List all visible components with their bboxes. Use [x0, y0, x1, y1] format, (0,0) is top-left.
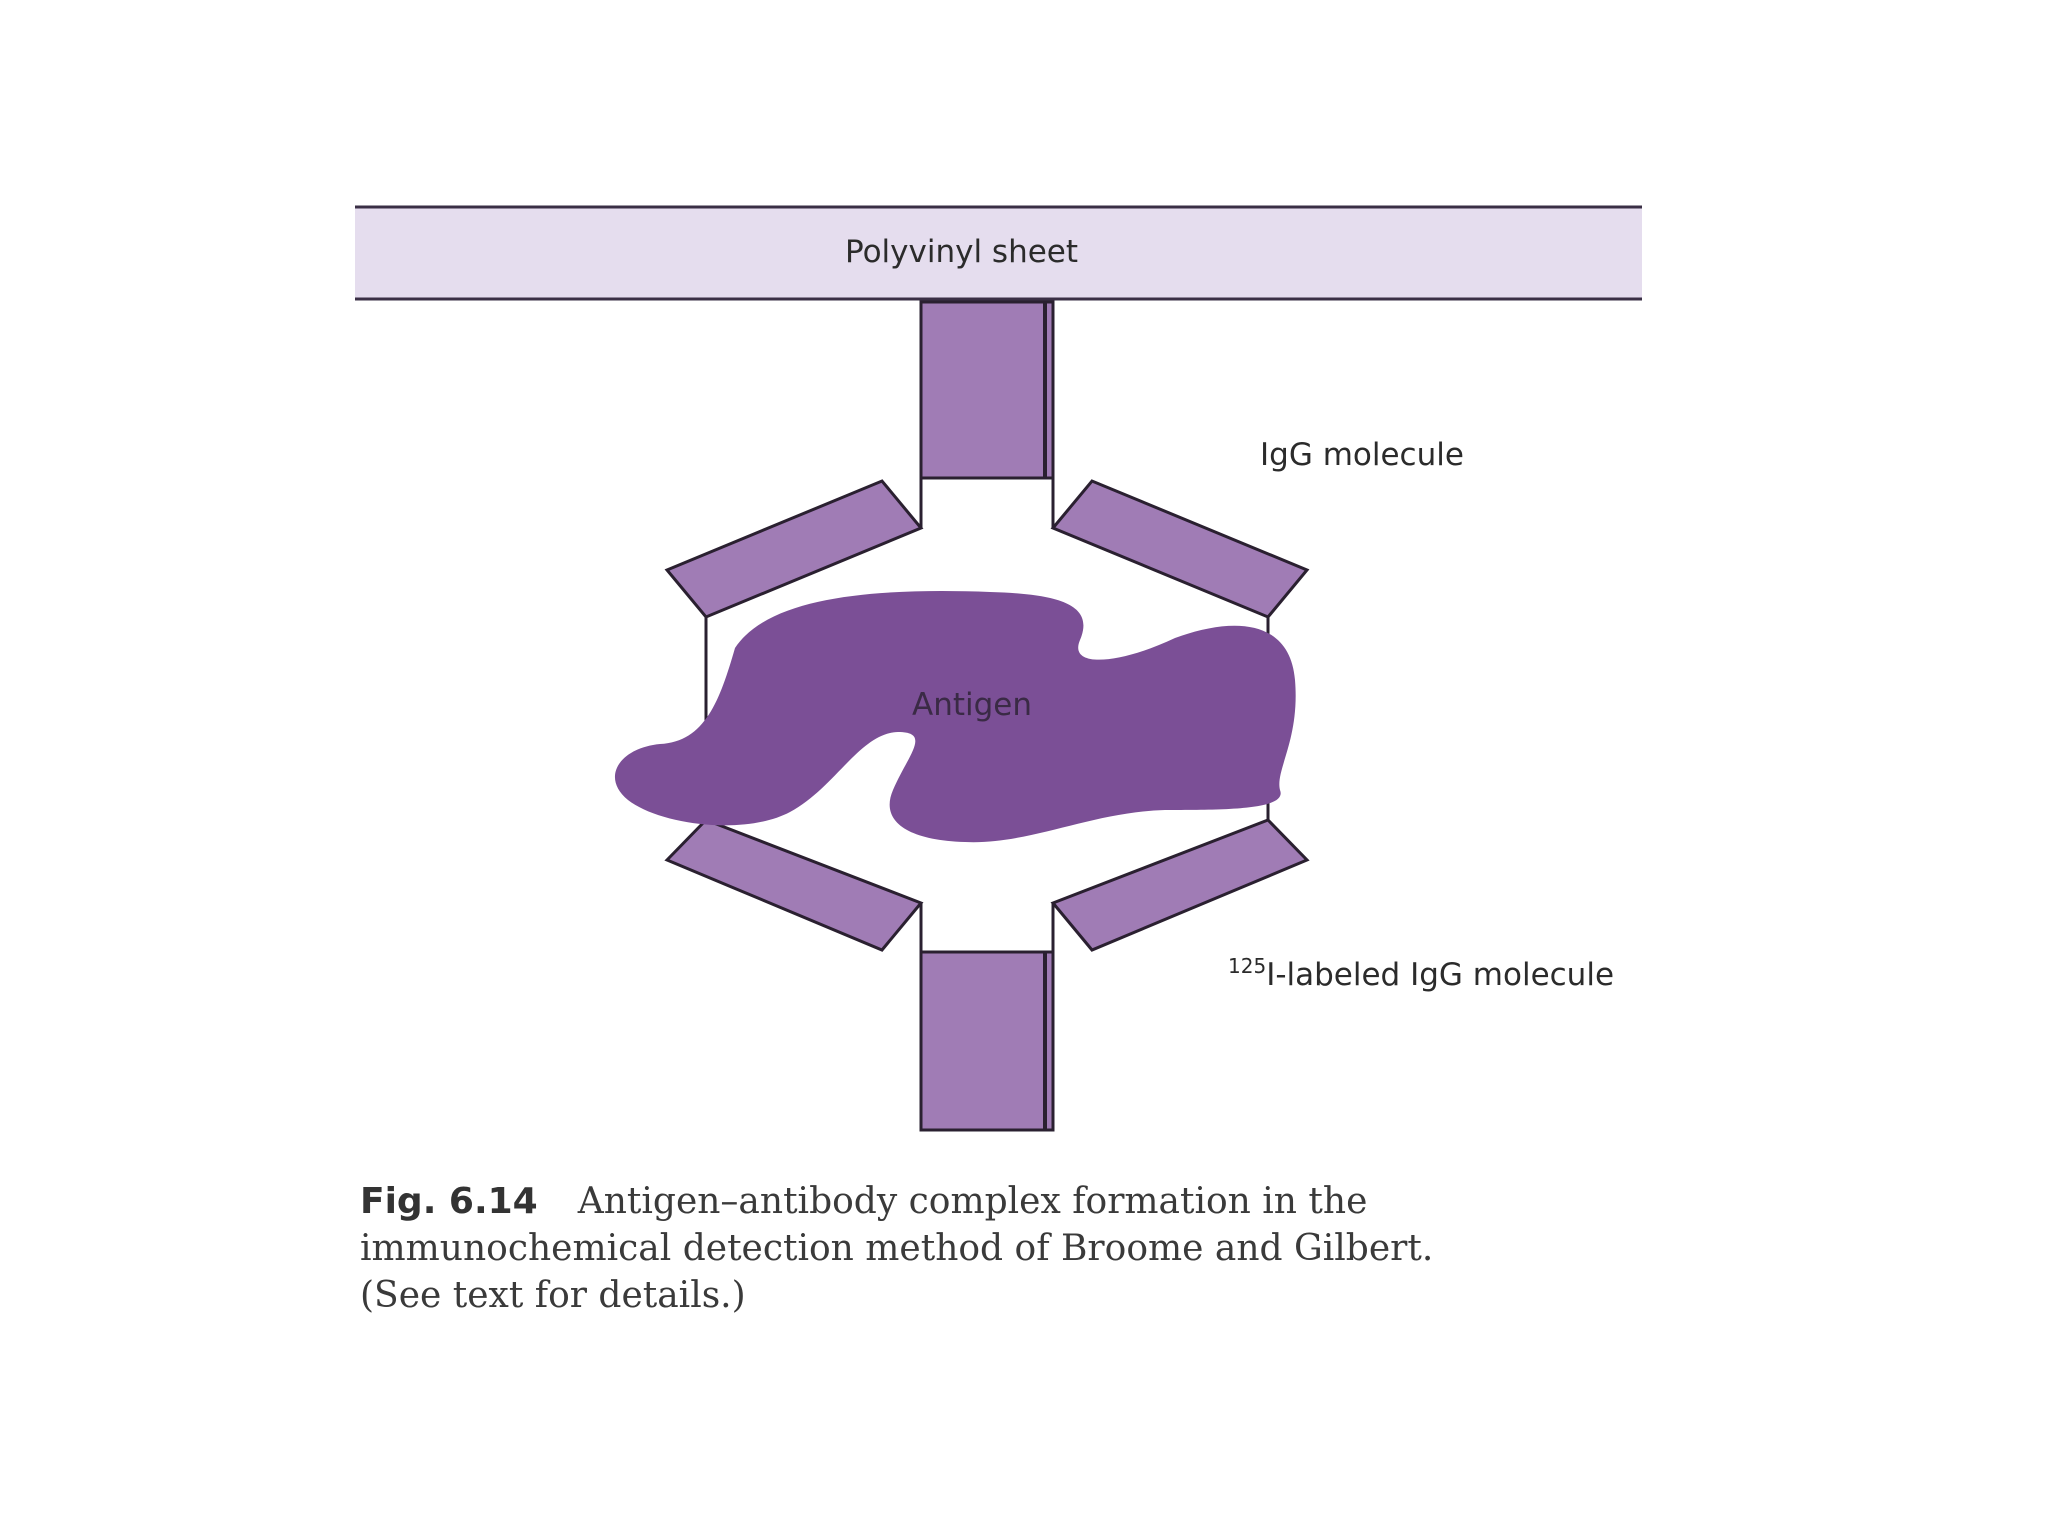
igg-molecule-label: IgG molecule	[1260, 437, 1464, 473]
igg-bottom-left-arm	[664, 818, 924, 952]
igg-molecule-top	[664, 300, 1310, 735]
caption-line-3: (See text for details.)	[360, 1275, 746, 1316]
isotope-superscript: 125	[1228, 954, 1267, 978]
labeled-igg-label: 125I-labeled IgG molecule	[1228, 956, 1615, 993]
caption-line-2: immunochemical detection method of Broom…	[360, 1228, 1434, 1269]
igg-bottom-stem	[919, 950, 1055, 1132]
polyvinyl-sheet-label: Polyvinyl sheet	[845, 234, 1079, 270]
igg-top-right-arm	[1050, 479, 1310, 619]
figure-caption: Fig. 6.14 Antigen–antibody complex format…	[360, 1178, 1720, 1319]
igg-molecule-labeled-bottom	[664, 735, 1310, 1132]
figure-number: Fig. 6.14	[360, 1181, 538, 1222]
antigen-blob	[614, 591, 1296, 843]
igg-top-stem	[919, 300, 1055, 480]
polyvinyl-sheet	[355, 207, 1642, 299]
igg-top-left-arm	[664, 479, 924, 619]
caption-line-1: Antigen–antibody complex formation in th…	[577, 1181, 1368, 1222]
antigen-label: Antigen	[912, 687, 1033, 723]
igg-bottom-right-arm	[1050, 818, 1310, 952]
labeled-igg-text: I-labeled IgG molecule	[1266, 957, 1615, 993]
